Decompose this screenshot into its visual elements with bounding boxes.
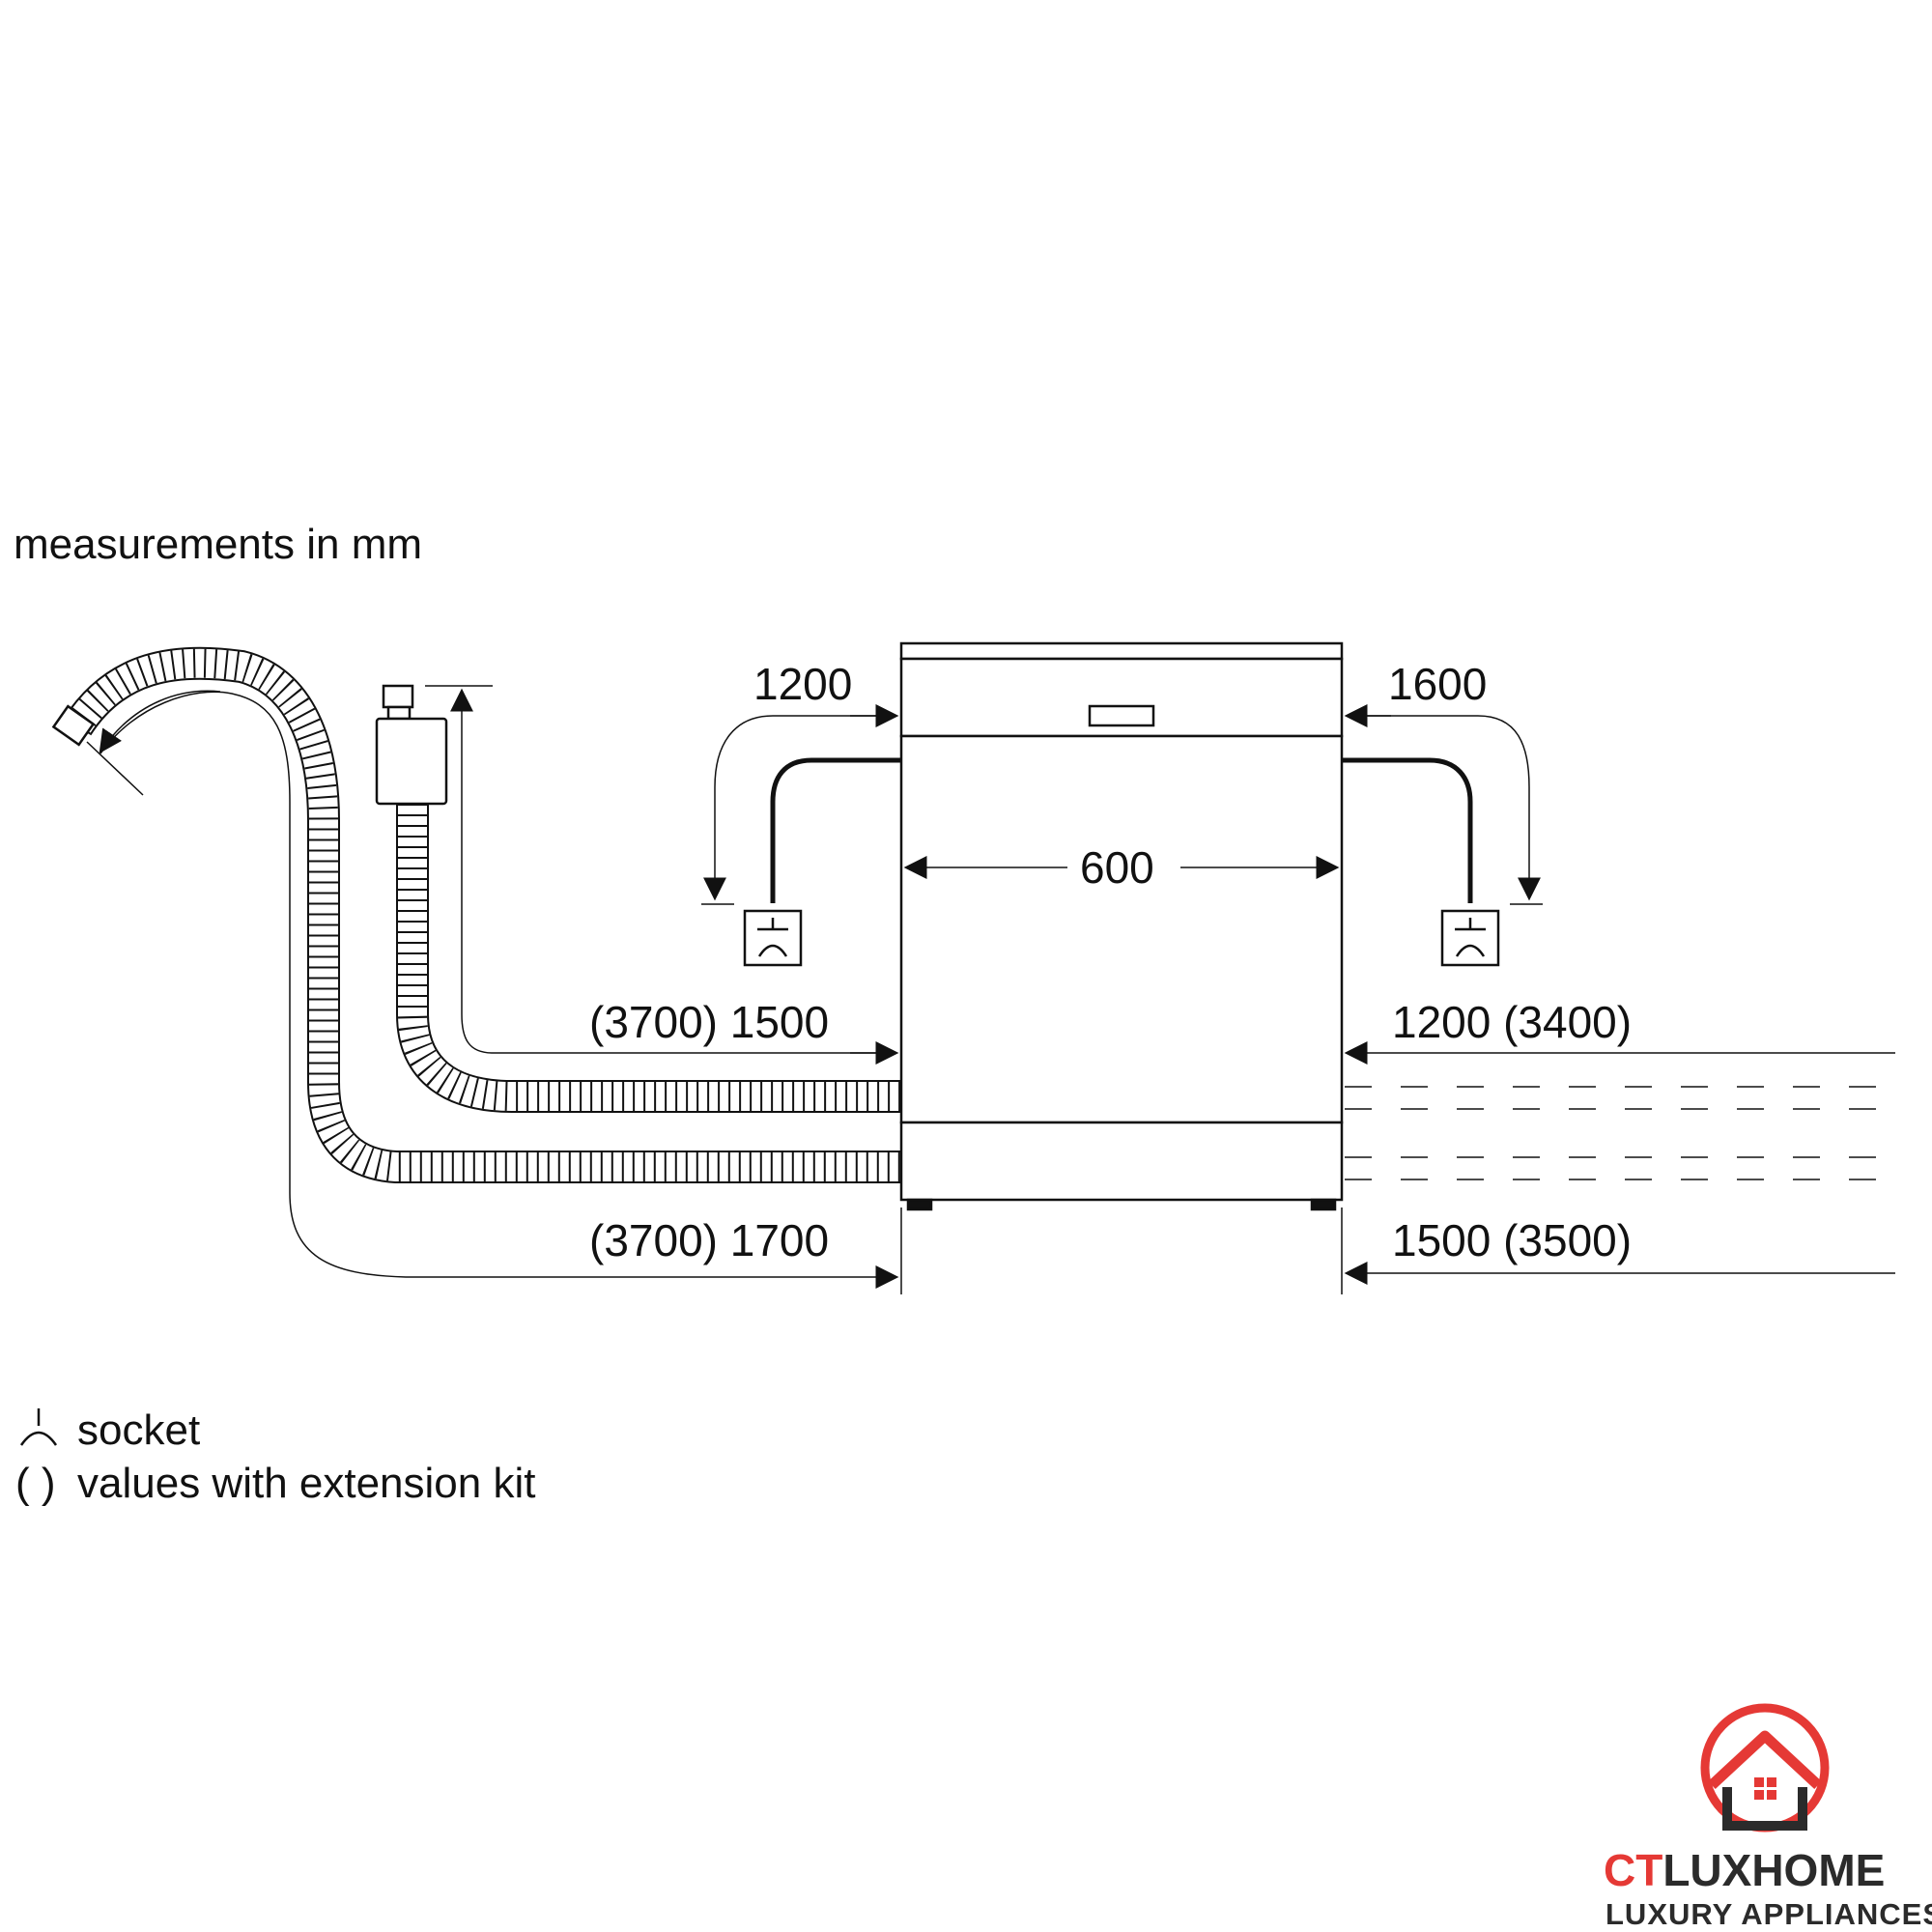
socket-left-length-label: 1200	[753, 659, 852, 709]
power-cord-right	[1342, 757, 1473, 903]
legend-socket-icon	[19, 1408, 58, 1446]
drain-hose	[63, 646, 900, 1183]
legend-brackets-symbol: ( )	[15, 1460, 56, 1507]
power-cord-left	[770, 757, 901, 903]
drain-hose-nozzle-icon	[51, 704, 96, 747]
inlet-hose	[396, 804, 900, 1113]
inlet-length-arrow	[450, 688, 896, 1054]
inlet-right-length-label: 1200 (3400)	[1392, 997, 1632, 1047]
legend-socket-label: socket	[77, 1406, 200, 1454]
hose-continuation-right	[1345, 1086, 1895, 1180]
legend-brackets-label: values with extension kit	[77, 1460, 535, 1507]
inlet-left-length-label: (3700) 1500	[589, 997, 829, 1047]
brand-name-part1: CT	[1604, 1845, 1662, 1895]
width-label: 600	[1080, 842, 1154, 893]
socket-left-reach-arrow	[703, 715, 896, 901]
dishwasher-body	[899, 641, 1344, 1211]
control-panel-display	[1088, 704, 1155, 727]
drain-arc-arrow	[99, 691, 899, 1289]
socket-right-icon	[1440, 909, 1500, 967]
drain-arc-arrow-head	[99, 690, 221, 753]
socket-right-reach-arrow	[1347, 715, 1541, 901]
socket-right-length-label: 1600	[1388, 659, 1487, 709]
socket-left-icon	[743, 909, 803, 967]
drain-left-length-label: (3700) 1700	[589, 1215, 829, 1265]
units-note: measurements in mm	[14, 521, 422, 568]
svg-text:CTLUXHOME: CTLUXHOME	[1604, 1845, 1885, 1895]
brand-logo: CTLUXHOME LUXURY APPLIANCES	[1604, 1703, 1932, 1931]
brand-name-part2: LUXHOME	[1662, 1845, 1885, 1895]
aquastop-valve-icon	[375, 684, 448, 806]
brand-tagline: LUXURY APPLIANCES	[1605, 1897, 1932, 1931]
drain-right-length-label: 1500 (3500)	[1392, 1215, 1632, 1265]
drain-outlet-extension-line	[86, 741, 144, 796]
